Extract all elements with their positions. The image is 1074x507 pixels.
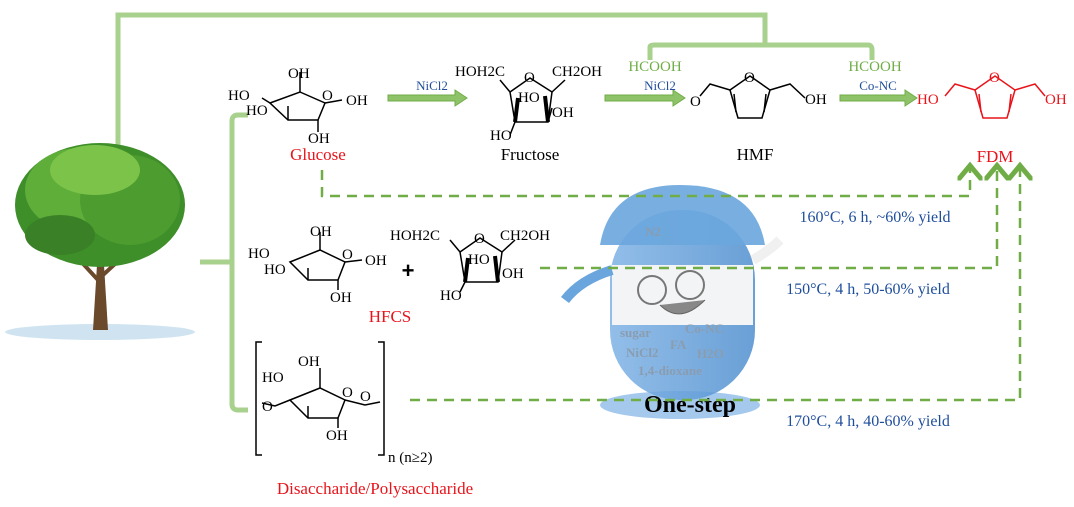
polysaccharide-condition: 170°C, 4 h, 40-60% yield <box>786 413 950 430</box>
atom-label: O <box>989 70 1000 86</box>
fructose-label: Fructose <box>501 145 560 164</box>
atom-label: O <box>690 94 701 110</box>
step3-reagent: HCOOH <box>848 59 902 75</box>
feedstock-bracket <box>200 115 248 410</box>
atom-label: O <box>342 247 353 263</box>
atom-label: HOH2C <box>390 228 440 244</box>
repeat-unit-label: n (n≥2) <box>388 450 432 466</box>
atom-label: OH <box>1045 92 1067 108</box>
atom-label: CH2OH <box>500 228 550 244</box>
glucose-label: Glucose <box>290 145 346 164</box>
atom-label: O <box>360 389 371 405</box>
one-step-caption: One-step <box>644 392 736 418</box>
hmf-label: HMF <box>737 145 774 164</box>
step1-catalyst: NiCl2 <box>416 78 448 93</box>
atom-label: O <box>744 70 755 86</box>
mascot-content: FA <box>670 337 687 352</box>
fdm-label: FDM <box>977 147 1014 166</box>
atom-label: OH <box>326 428 348 444</box>
atom-label: O <box>342 385 353 401</box>
atom-label: CH2OH <box>552 64 602 80</box>
mascot-content: Co-NC <box>685 321 724 336</box>
atom-label: HO <box>468 252 490 268</box>
atom-label: O <box>474 231 485 247</box>
step3-catalyst: Co-NC <box>859 78 897 93</box>
reactor-mascot <box>565 185 780 419</box>
polysaccharide-label: Disaccharide/Polysaccharide <box>277 479 473 498</box>
hfcs-label: HFCS <box>369 307 412 326</box>
atom-label: O <box>524 70 535 86</box>
atom-label: OH <box>365 253 387 269</box>
step2-reagent: HCOOH <box>628 59 682 75</box>
atom-label: HO <box>440 288 462 304</box>
atom-label: OH <box>552 105 574 121</box>
step2-catalyst: NiCl2 <box>644 78 676 93</box>
tree-icon <box>5 143 195 340</box>
atom-label: OH <box>298 354 320 370</box>
atom-label: OH <box>310 224 332 240</box>
atom-label: HO <box>228 88 250 104</box>
atom-label: HO <box>490 128 512 144</box>
atom-label: HO <box>264 262 286 278</box>
atom-label: HOH2C <box>455 64 505 80</box>
atom-label: O <box>262 399 273 415</box>
hfcs-condition: 150°C, 4 h, 50-60% yield <box>786 281 950 298</box>
atom-label: O <box>322 88 333 104</box>
mascot-content: NiCl2 <box>626 345 659 360</box>
mascot-content: H2O <box>697 346 724 361</box>
atom-label: OH <box>330 290 352 306</box>
mascot-content: sugar <box>620 325 651 340</box>
atom-label: HO <box>518 90 540 106</box>
atom-label: OH <box>502 266 524 282</box>
glucose-condition: 160°C, 6 h, ~60% yield <box>799 209 950 226</box>
atom-label: HO <box>246 103 268 119</box>
atom-label: HO <box>917 92 939 108</box>
atom-label: HO <box>262 370 284 386</box>
atom-label: OH <box>805 92 827 108</box>
atom-label: OH <box>346 93 368 109</box>
plus-sign: + <box>402 258 415 283</box>
atom-label: HO <box>248 246 270 262</box>
mascot-gas: N2 <box>645 224 661 239</box>
atom-label: OH <box>288 66 310 82</box>
mascot-content: 1,4-dioxane <box>638 363 702 378</box>
